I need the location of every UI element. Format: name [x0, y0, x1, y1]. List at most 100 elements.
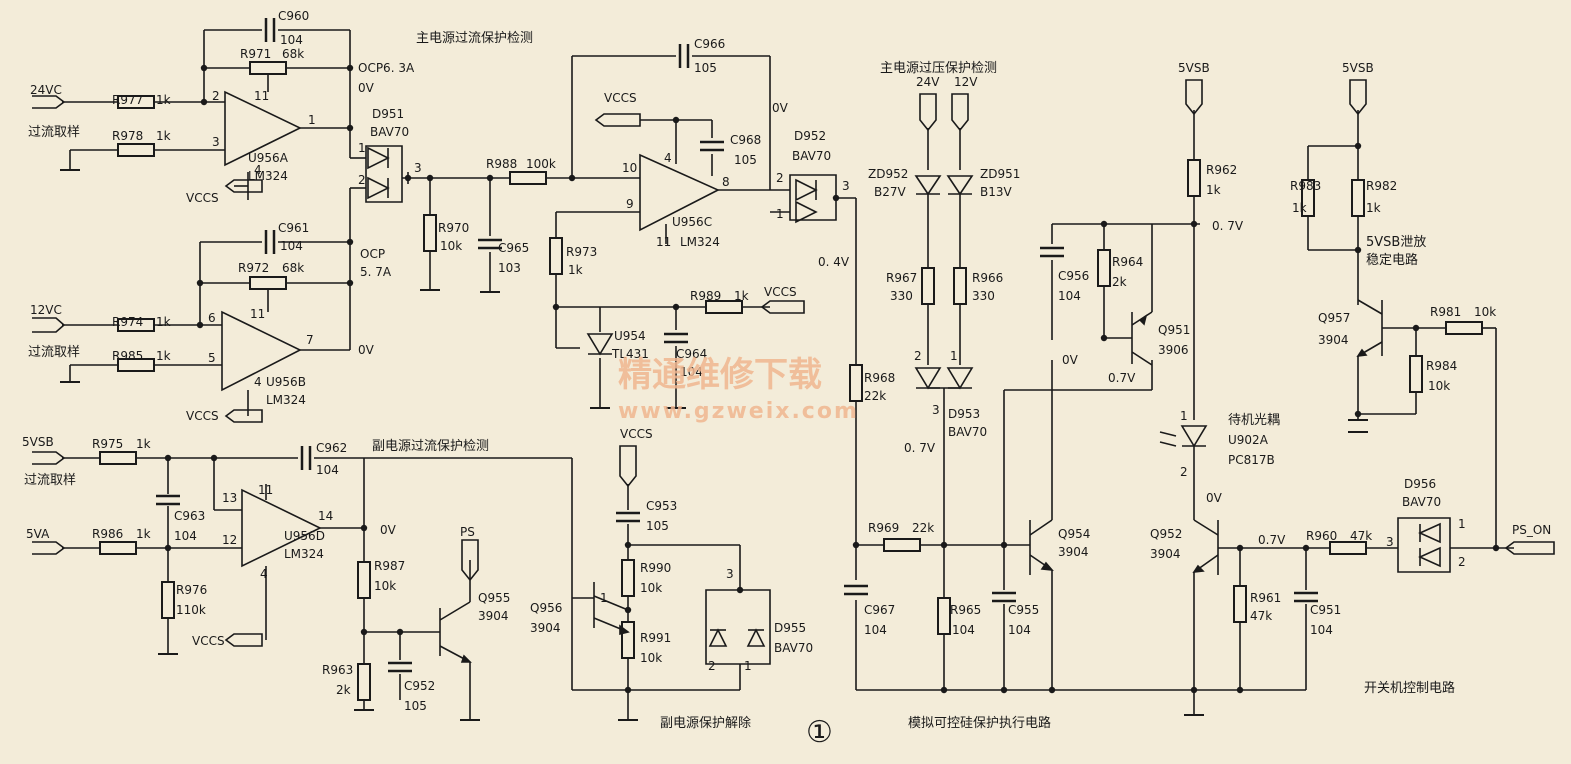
schematic-label: 47k — [1250, 609, 1272, 623]
schematic-label: R970 — [438, 221, 469, 235]
schematic-label: 11 — [656, 235, 671, 249]
schematic-label: 0V — [358, 343, 375, 357]
schematic-label: 0. 7V — [1212, 219, 1244, 233]
schematic-label: 10k — [640, 581, 662, 595]
label-sample-2: 过流取样 — [28, 345, 80, 360]
title-aux-release: 副电源保护解除 — [660, 716, 751, 731]
label-vccs-5: VCCS — [764, 285, 797, 299]
schematic-label: 104 — [1058, 289, 1081, 303]
schematic-label: BAV70 — [792, 149, 831, 163]
schematic-label: LM324 — [266, 393, 306, 407]
watermark-cn: 精通维修下载 — [618, 355, 822, 395]
schematic-label: LM324 — [284, 547, 324, 561]
schematic-label: 11 — [258, 483, 273, 497]
label-sample-1: 过流取样 — [28, 125, 80, 140]
schematic-label: 3 — [212, 135, 220, 149]
schematic-label: BAV70 — [948, 425, 987, 439]
schematic-label: 104 — [680, 365, 703, 379]
label-24v: 24V — [916, 75, 940, 89]
schematic-label: U902A — [1228, 433, 1269, 447]
schematic-label: Q954 — [1058, 527, 1090, 541]
schematic-label: 3 — [726, 567, 734, 581]
schematic-label: TL431 — [611, 347, 649, 361]
watermark-url: www.gzweix.com — [618, 399, 859, 424]
label-5va: 5VA — [26, 527, 50, 541]
schematic-label: 11 — [250, 307, 265, 321]
schematic-label: 104 — [280, 239, 303, 253]
schematic-label: C965 — [498, 241, 529, 255]
schematic-label: U956A — [248, 151, 289, 165]
schematic-label: C953 — [646, 499, 677, 513]
schematic-label: 47k — [1350, 529, 1372, 543]
schematic-label: R967 — [886, 271, 917, 285]
figure-number: ① — [806, 715, 833, 750]
schematic-label: 1k — [156, 349, 171, 363]
title-standby-opto: 待机光耦 — [1228, 413, 1280, 428]
schematic-label: BAV70 — [774, 641, 813, 655]
schematic-label: 10 — [622, 161, 637, 175]
schematic-label: 9 — [626, 197, 634, 211]
schematic-label: Q957 — [1318, 311, 1350, 325]
title-main-ovp: 主电源过压保护检测 — [880, 61, 997, 76]
schematic-label: 22k — [864, 389, 886, 403]
schematic-label: ZD952 — [868, 167, 908, 181]
label-vccs-6: VCCS — [620, 427, 653, 441]
schematic-label: 1k — [734, 289, 749, 303]
schematic-label: R964 — [1112, 255, 1143, 269]
label-5vsb-in: 5VSB — [22, 435, 54, 449]
title-main-ocp: 主电源过流保护检测 — [416, 31, 533, 46]
schematic-label: 4 — [260, 567, 268, 581]
schematic-label: 1k — [568, 263, 583, 277]
schematic-label: OCP — [360, 247, 385, 261]
schematic-label: 1 — [1180, 409, 1188, 423]
schematic-label: C956 — [1058, 269, 1089, 283]
schematic-label: C962 — [316, 441, 347, 455]
title-onoff: 开关机控制电路 — [1364, 680, 1455, 696]
schematic-label: 2 — [212, 89, 220, 103]
schematic-label: R976 — [176, 583, 207, 597]
schematic-label: C955 — [1008, 603, 1039, 617]
schematic-label: R961 — [1250, 591, 1281, 605]
schematic-label: R983 — [1290, 179, 1321, 193]
schematic-label: 2k — [1112, 275, 1127, 289]
schematic-label: 105 — [646, 519, 669, 533]
schematic-label: 3904 — [530, 621, 561, 635]
schematic-label: 104 — [1310, 623, 1333, 637]
schematic-label: R965 — [950, 603, 981, 617]
schematic-label: 4 — [254, 375, 262, 389]
schematic-label: D955 — [774, 621, 806, 635]
schematic-label: C963 — [174, 509, 205, 523]
schematic-label: 330 — [972, 289, 995, 303]
schematic-label: 2 — [776, 171, 784, 185]
schematic-label: 3904 — [1058, 545, 1089, 559]
schematic-label: 104 — [174, 529, 197, 543]
schematic-label: R982 — [1366, 179, 1397, 193]
schematic-label: LM324 — [248, 169, 288, 183]
schematic-label: 1 — [358, 141, 366, 155]
schematic-label: BAV70 — [1402, 495, 1441, 509]
label-vccs-4: VCCS — [604, 91, 637, 105]
schematic-label: 0. 4V — [818, 255, 850, 269]
label-5vsb-a: 5VSB — [1178, 61, 1210, 75]
schematic-label: R991 — [640, 631, 671, 645]
schematic-label: R977 — [112, 93, 143, 107]
schematic-label: 5 — [208, 351, 216, 365]
schematic-label: 0. 7V — [904, 441, 936, 455]
schematic-label: Q951 — [1158, 323, 1190, 337]
schematic-label: B27V — [874, 185, 907, 199]
title-vsb-leak2: 稳定电路 — [1366, 252, 1418, 268]
schematic-label: C960 — [278, 9, 309, 23]
schematic-label: 1k — [1366, 201, 1381, 215]
schematic-label: U954 — [614, 329, 646, 343]
schematic-label: 1k — [1292, 201, 1307, 215]
schematic-label: Q955 — [478, 591, 510, 605]
label-12vc: 12VC — [30, 303, 62, 317]
schematic-label: R972 — [238, 261, 269, 275]
schematic-label: C966 — [694, 37, 725, 51]
schematic-label: 3 — [414, 161, 422, 175]
label-sample-3: 过流取样 — [24, 473, 76, 488]
schematic-label: R960 — [1306, 529, 1337, 543]
schematic-label: R975 — [92, 437, 123, 451]
label-vccs-2: VCCS — [186, 409, 219, 423]
schematic-label: D956 — [1404, 477, 1436, 491]
